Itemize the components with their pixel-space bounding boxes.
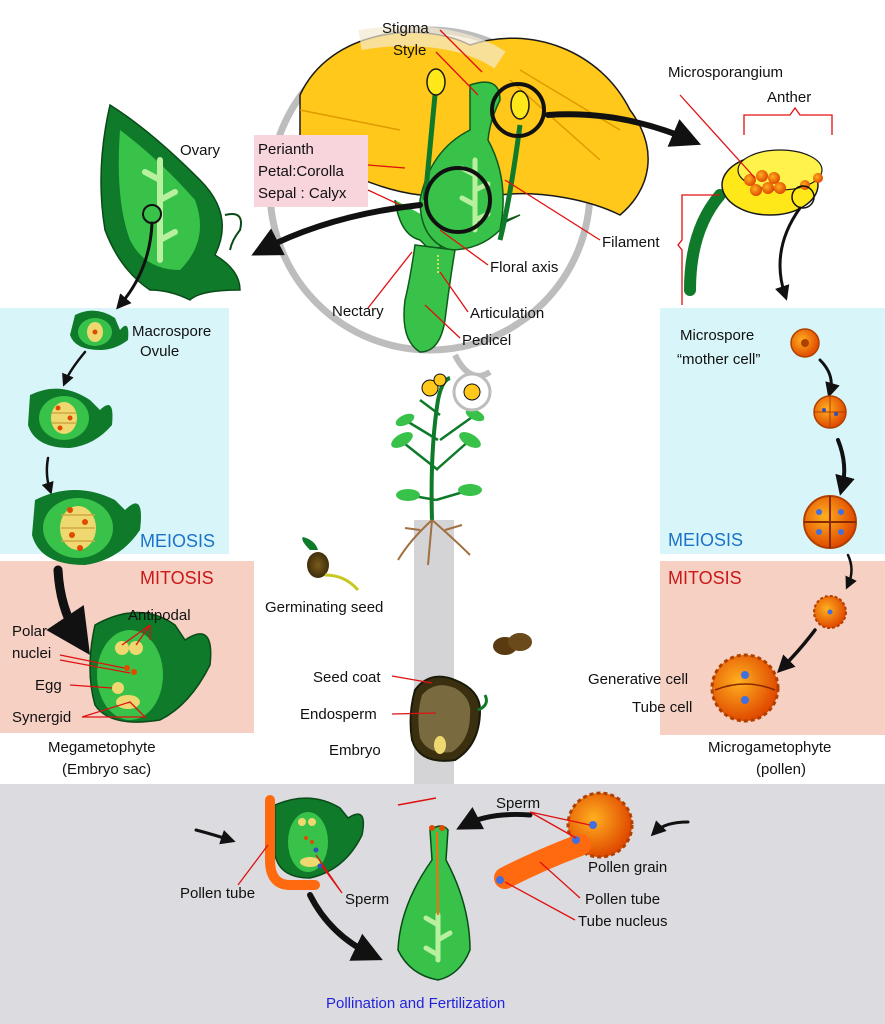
label-embryo: Embryo <box>329 742 381 759</box>
label-pollen-tube-right: Pollen tube <box>585 891 660 908</box>
pollen-tube-left <box>265 795 320 890</box>
germinating-pollen-grain <box>494 791 634 889</box>
ovule-stage-3 <box>32 490 141 565</box>
label-nectary: Nectary <box>332 303 384 320</box>
label-megametophyte: Megametophyte <box>48 739 156 756</box>
label-generative-cell: Generative cell <box>588 671 688 688</box>
ovule-sequence: Macrospore Ovule MEIOSIS MITOSIS <box>28 310 215 588</box>
ovule-stage-2 <box>28 388 113 448</box>
label-tube-nucleus: Tube nucleus <box>578 913 668 930</box>
seed-cross-section <box>409 675 488 762</box>
microspore-sequence: Microspore “mother cell” MEIOSIS MITOSIS… <box>588 327 857 778</box>
label-macrospore: Macrospore <box>132 323 211 340</box>
pollen-grain-mature <box>710 653 780 723</box>
label-sperm-left: Sperm <box>345 891 389 908</box>
ovule-stage-1 <box>70 310 129 350</box>
label-embryo-sac: (Embryo sac) <box>62 761 151 778</box>
ovary-zoom-circle <box>424 166 492 234</box>
flower-magnifier <box>266 26 649 379</box>
label-petal-corolla: Petal:Corolla <box>258 163 345 180</box>
label-pollen-tube-left: Pollen tube <box>180 885 255 902</box>
label-sepal-calyx: Sepal : Calyx <box>258 185 347 202</box>
ovary-detail: Ovary <box>100 103 423 310</box>
meiosis-label-left: MEIOSIS <box>140 531 215 551</box>
mitosis-label-right: MITOSIS <box>668 568 742 588</box>
label-floral-axis: Floral axis <box>490 259 558 276</box>
mitosis-label-left: MITOSIS <box>140 568 214 588</box>
pollen-tube-right <box>494 834 591 889</box>
whole-plant <box>391 372 492 566</box>
meiosis-label-right: MEIOSIS <box>668 530 743 550</box>
label-germinating-seed: Germinating seed <box>265 599 383 616</box>
perianth-box <box>254 135 368 207</box>
egg-cell <box>112 682 124 694</box>
label-synergid: Synergid <box>12 709 71 726</box>
label-microsporangium: Microsporangium <box>668 64 783 81</box>
label-sperm-right: Sperm <box>496 795 540 812</box>
label-microspore: Microspore <box>680 327 754 344</box>
label-tube-cell: Tube cell <box>632 699 692 716</box>
label-stigma: Stigma <box>382 20 429 37</box>
megagametophyte: Antipodal Polar nuclei Egg Synergid Mega… <box>12 565 212 778</box>
label-anther: Anther <box>767 89 811 106</box>
label-pedicel: Pedicel <box>462 332 511 349</box>
label-nuclei: nuclei <box>12 645 51 662</box>
label-pollen: (pollen) <box>756 761 806 778</box>
filament-stalk <box>684 189 726 296</box>
anther-detail: Microsporangium Anther <box>545 64 833 305</box>
microsporangium-pollen <box>744 170 823 196</box>
polar-nucleus-1 <box>124 665 130 671</box>
label-pollen-grain: Pollen grain <box>588 859 667 876</box>
label-ovary: Ovary <box>180 142 221 159</box>
antipodal-cell-2 <box>129 641 143 655</box>
label-egg: Egg <box>35 677 62 694</box>
polar-nucleus-2 <box>131 669 137 675</box>
label-filament: Filament <box>602 234 660 251</box>
flower-labels: Stigma Style Perianth Petal:Corolla Sepa… <box>254 20 660 349</box>
fertilization-scene: Pollen tube Sperm Pollination and Fertil… <box>180 791 690 1012</box>
label-perianth: Perianth <box>258 141 314 158</box>
label-endosperm: Endosperm <box>300 706 377 723</box>
label-style: Style <box>393 42 426 59</box>
pistil-fertilization <box>397 825 471 981</box>
antipodal-cell-1 <box>115 641 129 655</box>
seed-detail: Germinating seed Seed coat Endosperm Emb… <box>265 537 532 762</box>
label-antipodal: Antipodal <box>128 607 191 624</box>
label-polar: Polar <box>12 623 47 640</box>
label-ovule: Ovule <box>140 343 179 360</box>
label-articulation: Articulation <box>470 305 544 322</box>
loose-seeds <box>493 633 532 655</box>
anther-zoom-circle <box>490 82 546 138</box>
fertilization-caption: Pollination and Fertilization <box>326 995 505 1012</box>
label-seed-coat: Seed coat <box>313 669 381 686</box>
label-mother-cell: “mother cell” <box>677 351 760 368</box>
germinating-seed <box>302 537 360 592</box>
label-microgametophyte: Microgametophyte <box>708 739 831 756</box>
